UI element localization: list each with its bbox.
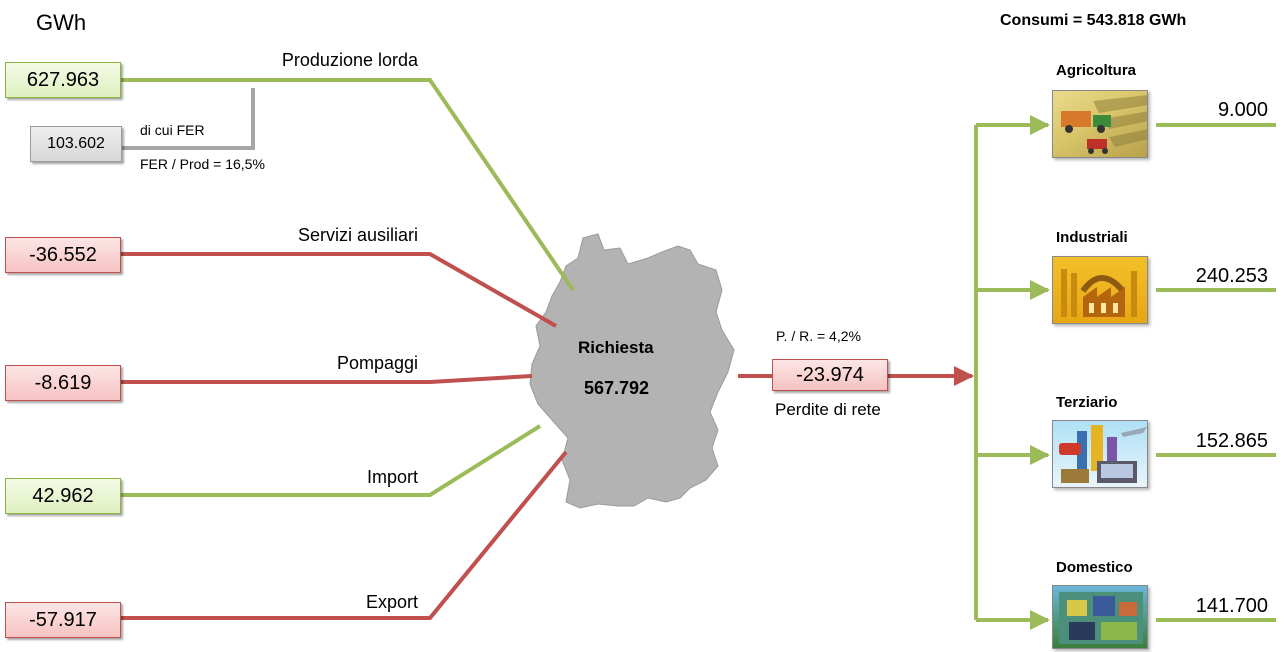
- agriculture-icon: [1052, 90, 1148, 158]
- sector-value-agricoltura: 9.000: [1217, 99, 1268, 121]
- value-produzione: 627.963: [5, 62, 121, 98]
- value-servizi: -36.552: [5, 237, 121, 273]
- label-produzione: Produzione lorda: [281, 50, 418, 70]
- flow-line-pompaggi: [120, 374, 533, 384]
- sector-title-agricoltura: Agricoltura: [1056, 62, 1137, 79]
- flow-line-import: [120, 424, 542, 497]
- perdite-ratio: P. / R. = 4,2%: [776, 328, 861, 344]
- value-export: -57.917: [5, 602, 121, 638]
- flow-line-produzione: [120, 78, 575, 292]
- flow-line-fer: [120, 88, 255, 150]
- sector-value-industriali: 240.253: [1195, 265, 1268, 287]
- label-import: Import: [366, 467, 418, 487]
- value-pompaggi: -8.619: [5, 365, 121, 401]
- flow-line-servizi: [120, 252, 557, 328]
- label-fer: di cui FER: [140, 122, 205, 138]
- value-fer: 103.602: [30, 126, 122, 162]
- factory-icon: [1052, 256, 1148, 324]
- germany-map: [529, 233, 735, 509]
- flow-line-export: [120, 450, 568, 620]
- label-pompaggi: Pompaggi: [336, 353, 418, 373]
- unit-label: GWh: [36, 10, 87, 35]
- perdite-label: Perdite di rete: [775, 400, 881, 419]
- label-servizi: Servizi ausiliari: [297, 225, 418, 245]
- sector-title-industriali: Industriali: [1056, 229, 1128, 246]
- consumi-total: Consumi = 543.818 GWh: [1000, 12, 1187, 29]
- fer-ratio: FER / Prod = 16,5%: [140, 156, 265, 172]
- richiesta-label: Richiesta: [578, 338, 654, 357]
- label-export: Export: [365, 592, 418, 612]
- sector-title-domestico: Domestico: [1056, 559, 1133, 576]
- domestic-icon: [1052, 585, 1148, 649]
- value-import: 42.962: [5, 478, 121, 514]
- sector-value-terziario: 152.865: [1195, 430, 1268, 452]
- sector-value-domestico: 141.700: [1195, 595, 1268, 617]
- tertiary-icon: [1052, 420, 1148, 488]
- sector-title-terziario: Terziario: [1056, 394, 1118, 411]
- value-perdite: -23.974: [772, 359, 888, 391]
- richiesta-value: 567.792: [584, 378, 650, 398]
